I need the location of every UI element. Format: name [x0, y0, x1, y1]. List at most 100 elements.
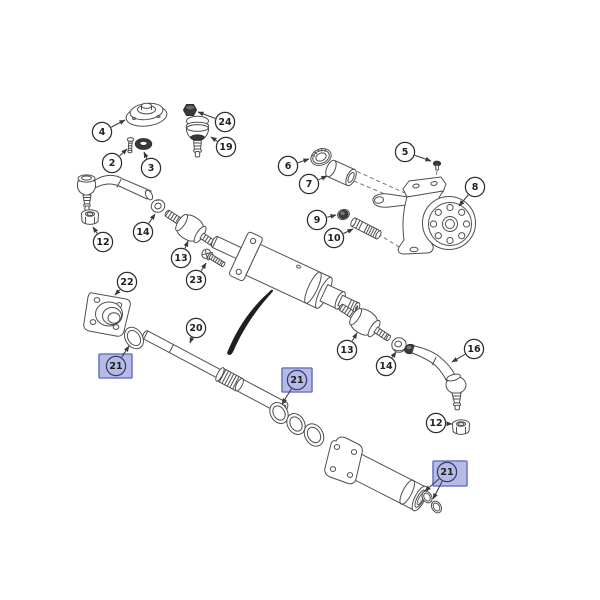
callout-14[interactable]: 14 [132, 213, 156, 243]
callout-circle [375, 355, 397, 377]
callout-circle [185, 269, 207, 291]
callout-number: 14 [136, 227, 150, 238]
part-seal [310, 148, 332, 166]
callout-circle [277, 155, 299, 177]
swoosh-mark [227, 289, 274, 356]
callout-circle [140, 157, 162, 179]
callout-leader-line [183, 240, 189, 249]
highlighted-callout-21[interactable]: 21 [424, 460, 468, 500]
callout-circle [101, 152, 123, 174]
part-washer-ring-left [150, 199, 166, 213]
callout-number: 12 [429, 418, 442, 429]
callout-12[interactable]: 12 [425, 412, 453, 434]
callout-circle [425, 412, 447, 434]
callout-circle [170, 247, 192, 269]
callout-13[interactable]: 13 [336, 332, 358, 361]
callout-leader-line [114, 289, 121, 296]
callout-9[interactable]: 9 [306, 209, 337, 231]
callout-leader-line [148, 213, 156, 224]
part-steering-cylinder-body [211, 231, 361, 314]
callout-leader-line [189, 336, 195, 344]
callout-circle [214, 111, 236, 133]
callout-circle [185, 317, 207, 339]
part-pin [350, 217, 382, 240]
callout-number: 21 [440, 467, 453, 478]
callout-8[interactable]: 8 [458, 176, 486, 207]
callout-number: 13 [340, 345, 353, 356]
callout-leader-line [318, 175, 328, 181]
callout-14[interactable]: 14 [375, 351, 397, 377]
callout-number: 16 [467, 344, 481, 355]
callout-3[interactable]: 3 [140, 151, 162, 179]
part-piston-rod [142, 330, 289, 415]
callout-16[interactable]: 16 [451, 338, 485, 363]
callout-leader-line [121, 345, 130, 358]
part-flange-cap [83, 292, 131, 337]
callout-leader-line [343, 228, 354, 234]
callout-13[interactable]: 13 [170, 240, 192, 269]
callout-circle [105, 355, 127, 377]
callout-10[interactable]: 10 [323, 227, 354, 249]
highlighted-callout-21[interactable]: 21 [98, 345, 133, 379]
callout-number: 8 [472, 182, 479, 193]
part-tie-rod-end-left [76, 174, 154, 211]
callout-number: 6 [285, 161, 292, 172]
callout-circle [436, 461, 458, 483]
callout-circle [92, 231, 114, 253]
callout-leader-line [281, 388, 292, 405]
part-ball-joint-link-right [338, 303, 391, 342]
callout-4[interactable]: 4 [91, 119, 126, 143]
callout-circle [91, 121, 113, 143]
callout-circle [323, 227, 345, 249]
callout-leader-line [432, 481, 443, 500]
callout-circle [394, 141, 416, 163]
callout-20[interactable]: 20 [185, 317, 207, 344]
callout-number: 5 [402, 147, 409, 158]
callout-number: 13 [174, 253, 187, 264]
callout-23[interactable]: 23 [185, 262, 207, 291]
part-dust-cap [125, 102, 168, 127]
callout-leader-line [297, 158, 310, 164]
part-nut-ring-right [391, 337, 407, 353]
part-o-rings [421, 490, 443, 514]
callout-number: 7 [306, 179, 313, 190]
callout-circle [306, 209, 328, 231]
callout-7[interactable]: 7 [298, 173, 328, 195]
callout-5[interactable]: 5 [394, 141, 432, 163]
callout-12[interactable]: 12 [92, 226, 114, 253]
callout-number: 21 [290, 375, 303, 386]
callout-leader-line [143, 151, 149, 159]
callout-leader-line [119, 148, 128, 157]
callout-leader-line [414, 154, 432, 162]
callout-19[interactable]: 19 [210, 136, 237, 158]
callout-number: 20 [189, 323, 203, 334]
callout-circle [336, 339, 358, 361]
callout-leader-line [451, 353, 466, 363]
callout-24[interactable]: 24 [197, 111, 236, 133]
part-seal-kit-rings [269, 402, 325, 447]
part-bushing [325, 159, 357, 187]
callout-leader-line [390, 351, 397, 358]
callout-number: 10 [327, 233, 341, 244]
highlighted-callout-21[interactable]: 21 [281, 367, 313, 405]
callout-leader-line [458, 194, 469, 207]
callout-circle [298, 173, 320, 195]
part-bolt-23 [201, 248, 226, 268]
callout-6[interactable]: 6 [277, 155, 310, 177]
part-hex-nut-right [452, 419, 470, 435]
callout-number: 19 [219, 142, 232, 153]
callout-22[interactable]: 22 [114, 271, 138, 296]
callout-number: 24 [218, 117, 232, 128]
callout-circle [464, 176, 486, 198]
callout-leader-line [111, 119, 126, 128]
callout-number: 23 [189, 275, 202, 286]
callout-number: 2 [109, 158, 116, 169]
callout-circle [132, 221, 154, 243]
part-hex-nut-left [81, 209, 99, 225]
callout-leader-line [210, 136, 218, 143]
callout-2[interactable]: 2 [101, 148, 128, 174]
callout-leader-line [92, 226, 99, 234]
callout-number: 14 [379, 361, 393, 372]
part-tie-rod-end-right [404, 343, 467, 411]
